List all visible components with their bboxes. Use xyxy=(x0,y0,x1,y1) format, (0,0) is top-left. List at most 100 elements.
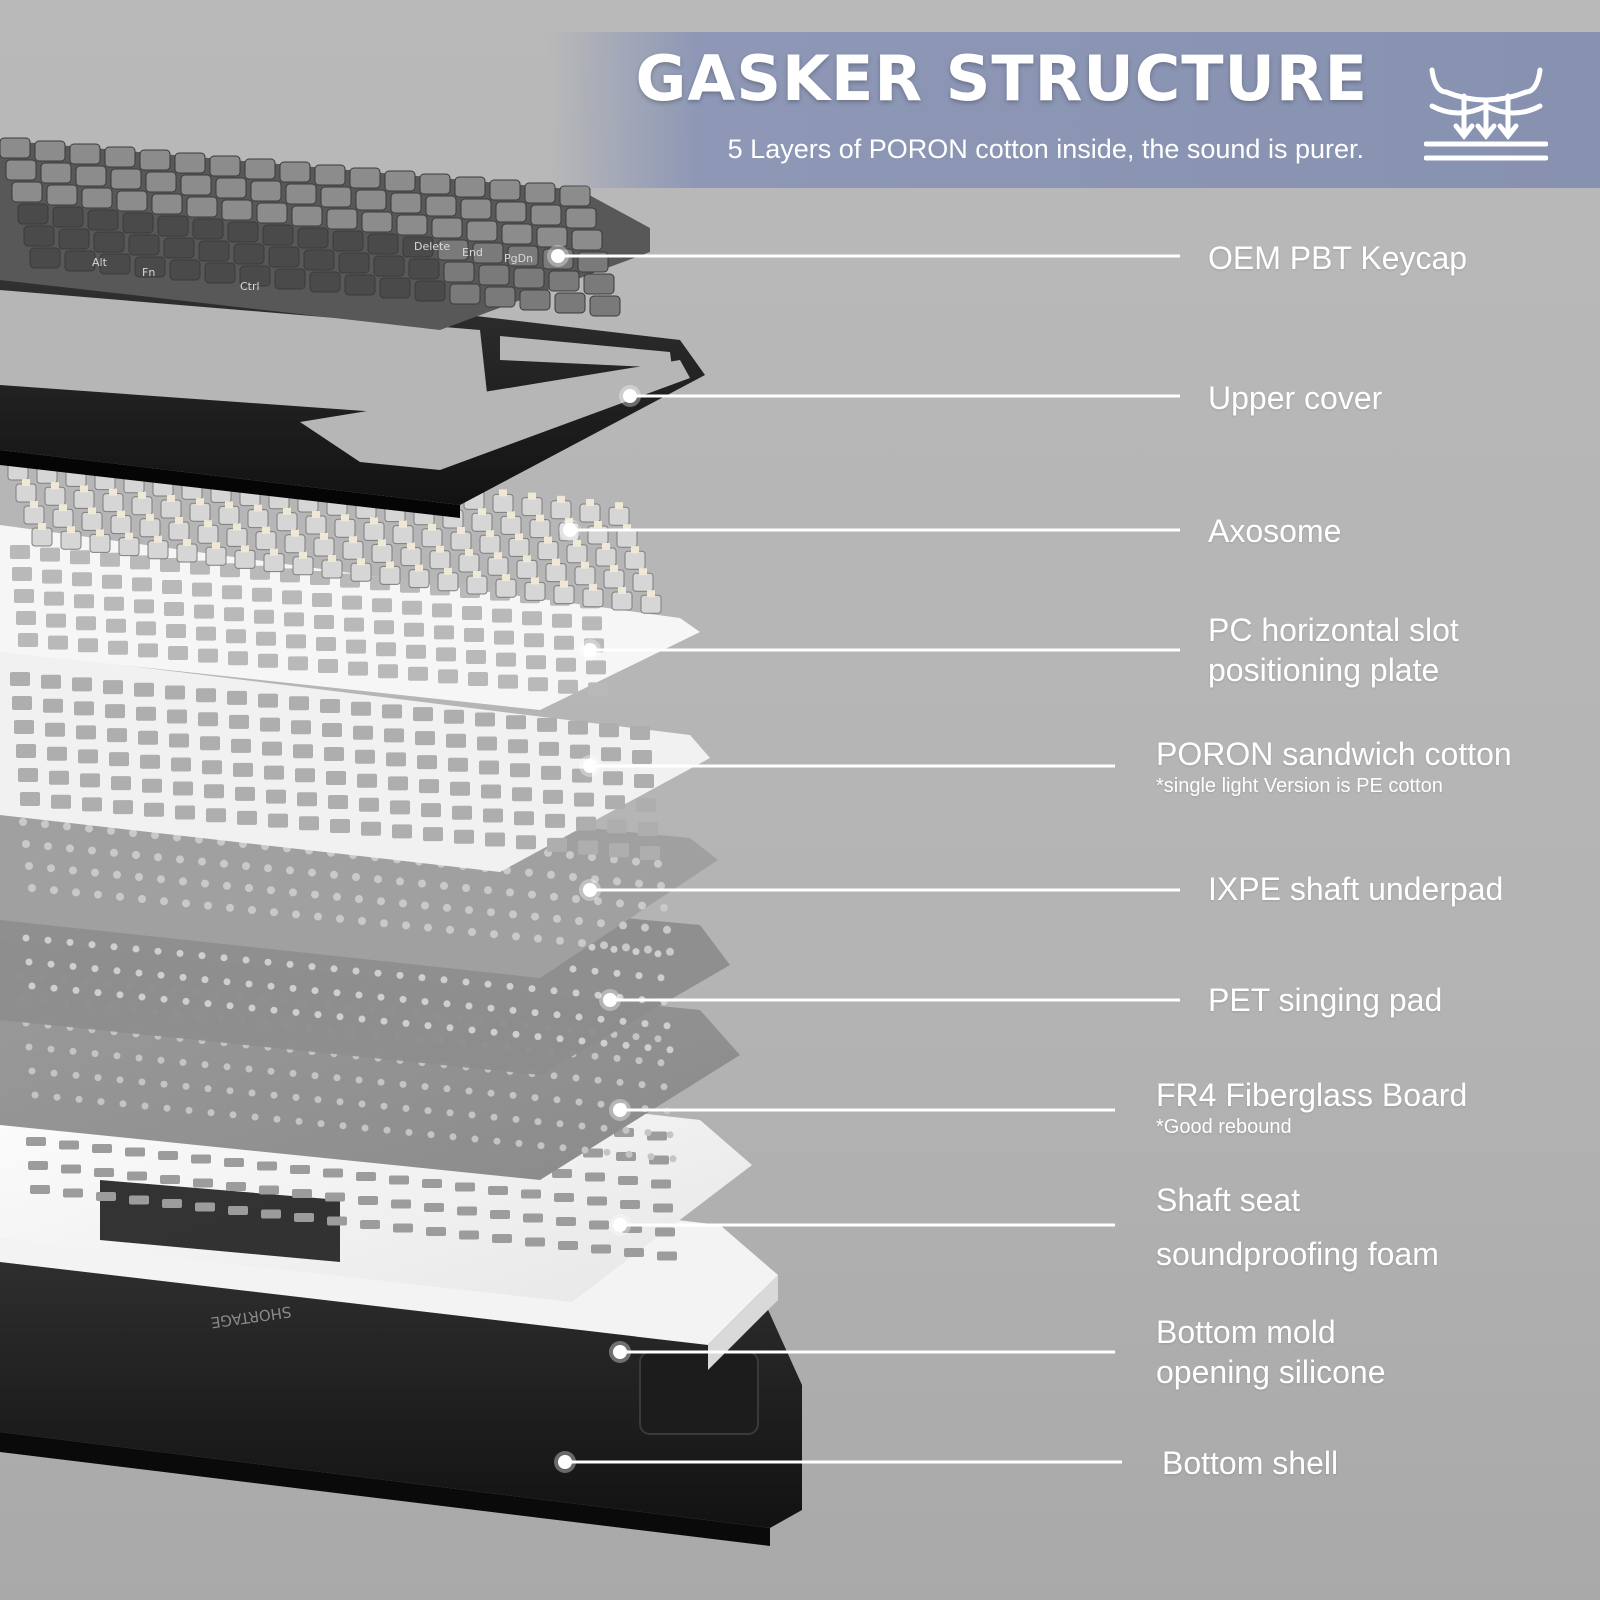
pet-hole xyxy=(220,954,228,962)
keycap xyxy=(443,261,475,283)
cotton-slot xyxy=(388,776,408,791)
switch-stem xyxy=(109,488,117,496)
underpad-hole xyxy=(550,892,558,901)
foam-slot xyxy=(63,1188,83,1198)
underpad-hole xyxy=(644,945,652,954)
pet-hole xyxy=(506,982,514,990)
underpad-hole xyxy=(220,859,228,868)
plate-slot xyxy=(462,606,482,620)
fr4-hole xyxy=(654,1035,662,1043)
pet-hole xyxy=(198,952,206,960)
switch-stem xyxy=(631,546,639,554)
cotton-slot xyxy=(454,829,474,844)
pet-hole xyxy=(88,941,96,949)
fr4-hole xyxy=(468,1111,476,1119)
switch-stem xyxy=(499,489,507,497)
underpad-hole xyxy=(154,853,162,862)
switch-body xyxy=(147,540,169,560)
pet-hole xyxy=(47,960,55,968)
keycaps-layer: Alt Fn Ctrl Delete End PgDn xyxy=(0,137,650,330)
underpad-hole xyxy=(547,870,555,879)
keycap xyxy=(151,193,183,215)
switch-body xyxy=(529,519,551,539)
switch-stem xyxy=(117,510,125,518)
keycap xyxy=(157,215,189,237)
fr4-hole xyxy=(119,1100,127,1108)
plate-slot xyxy=(72,572,92,587)
keycap xyxy=(320,186,352,208)
foam-slot xyxy=(523,1213,543,1223)
switch-stem xyxy=(473,571,481,578)
switch-stem xyxy=(38,523,46,530)
plate-slot xyxy=(76,616,96,631)
underpad-hole xyxy=(69,866,77,875)
keycap xyxy=(93,231,125,253)
pet-hole xyxy=(267,982,275,990)
foam-slot xyxy=(195,1202,215,1212)
fr4-hole xyxy=(490,1113,498,1121)
switch-body xyxy=(603,569,625,589)
pet-hole xyxy=(556,1035,564,1043)
switch-stem xyxy=(125,532,133,540)
cotton-slot xyxy=(111,776,131,791)
plate-slot xyxy=(404,622,424,637)
cotton-slot xyxy=(636,798,656,812)
switch-body xyxy=(176,543,198,563)
underpad-hole xyxy=(129,829,137,837)
switch-body xyxy=(611,591,633,611)
fr4-hole xyxy=(383,1126,391,1134)
cotton-slot xyxy=(293,744,313,759)
cotton-slot xyxy=(171,757,191,772)
switch-body xyxy=(89,533,111,553)
cotton-slot xyxy=(415,731,435,746)
keycap xyxy=(297,227,329,249)
keycap xyxy=(303,249,335,271)
plate-slot xyxy=(252,587,272,602)
switch-body xyxy=(276,512,298,532)
keycap xyxy=(104,146,136,168)
pet-hole xyxy=(597,1015,605,1023)
foam-slot xyxy=(422,1179,442,1188)
cotton-slot xyxy=(142,778,162,793)
cotton-slot xyxy=(105,704,125,719)
switch-stem xyxy=(594,521,602,528)
switch-body xyxy=(450,531,472,551)
keycap xyxy=(589,295,621,317)
plate-slot xyxy=(40,547,60,562)
switch-stem xyxy=(557,495,565,503)
underpad-hole xyxy=(660,903,668,912)
underpad-hole xyxy=(72,888,80,897)
underpad-hole xyxy=(402,921,410,930)
foam-slot xyxy=(585,1172,605,1182)
cotton-slot xyxy=(574,792,594,807)
foam-slot xyxy=(129,1195,149,1205)
underpad-hole xyxy=(157,875,165,884)
switch-stem xyxy=(254,504,262,512)
switch-stem xyxy=(507,511,515,519)
plate-slot xyxy=(104,596,124,611)
cotton-slot xyxy=(417,755,437,770)
plate-slot xyxy=(190,560,210,575)
switch-stem xyxy=(291,529,299,537)
plate-slot xyxy=(552,613,572,628)
pet-hole xyxy=(242,956,250,964)
pet-hole xyxy=(666,1046,674,1054)
underpad-hole xyxy=(267,886,275,895)
switch-stem xyxy=(80,485,88,493)
cotton-slot xyxy=(537,717,557,732)
underpad-hole xyxy=(242,862,250,870)
keycap xyxy=(69,143,101,165)
keycap xyxy=(186,196,218,218)
underpad-hole xyxy=(374,875,382,884)
keycap xyxy=(23,225,55,247)
switch-stem xyxy=(241,545,249,553)
pet-hole xyxy=(308,963,316,971)
pet-hole xyxy=(575,1013,583,1021)
cotton-slot xyxy=(481,784,501,799)
underpad-hole xyxy=(632,857,640,866)
fr4-hole xyxy=(600,1124,608,1132)
fr4-hole xyxy=(163,1104,171,1112)
pet-hole xyxy=(632,948,640,956)
keycap-legend-delete: Delete xyxy=(414,240,450,253)
underpad-hole xyxy=(355,895,363,903)
